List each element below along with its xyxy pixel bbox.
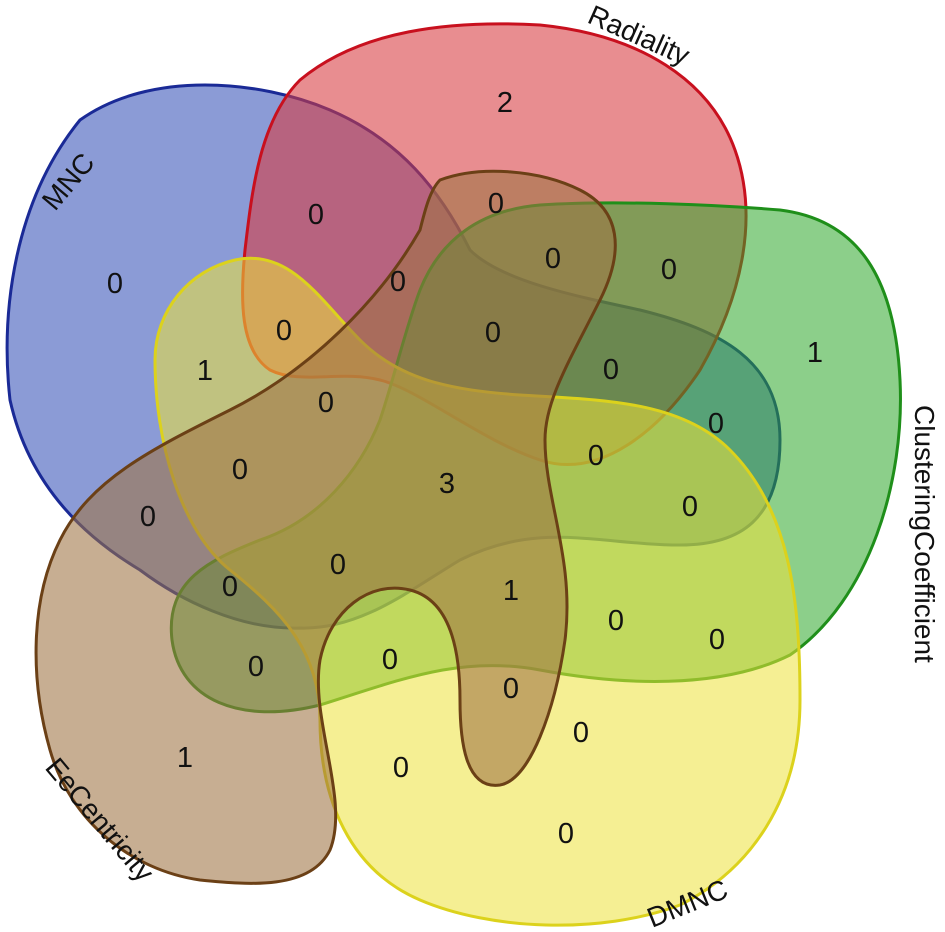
region-count: 0 xyxy=(588,440,604,472)
region-count: 0 xyxy=(488,188,504,220)
region-count: 0 xyxy=(308,199,324,231)
region-count: 0 xyxy=(603,354,619,386)
region-count: 0 xyxy=(545,243,561,275)
region-count: 0 xyxy=(503,673,519,705)
region-count: 1 xyxy=(503,575,519,607)
region-count: 3 xyxy=(439,468,455,500)
region-count: 1 xyxy=(807,337,823,369)
region-count: 1 xyxy=(197,355,213,387)
region-count: 0 xyxy=(232,454,248,486)
region-count: 0 xyxy=(318,387,334,419)
region-count: 0 xyxy=(276,315,292,347)
region-count: 0 xyxy=(708,408,724,440)
region-count: 0 xyxy=(248,651,264,683)
region-count: 0 xyxy=(682,491,698,523)
region-count: 0 xyxy=(140,501,156,533)
region-count: 0 xyxy=(390,266,406,298)
region-count: 0 xyxy=(485,317,501,349)
region-count: 0 xyxy=(661,254,677,286)
region-count: 0 xyxy=(709,624,725,656)
region-count: 0 xyxy=(608,605,624,637)
region-count: 0 xyxy=(393,752,409,784)
region-count: 0 xyxy=(558,818,574,850)
region-count: 0 xyxy=(107,268,123,300)
eecentricity-set-shape xyxy=(34,169,617,885)
region-count: 0 xyxy=(573,717,589,749)
clustering-set-label: ClusteringCoefficient xyxy=(909,405,940,663)
region-count: 2 xyxy=(497,87,513,119)
region-count: 0 xyxy=(330,549,346,581)
region-count: 0 xyxy=(382,644,398,676)
region-count: 1 xyxy=(177,742,193,774)
region-count: 0 xyxy=(222,571,238,603)
